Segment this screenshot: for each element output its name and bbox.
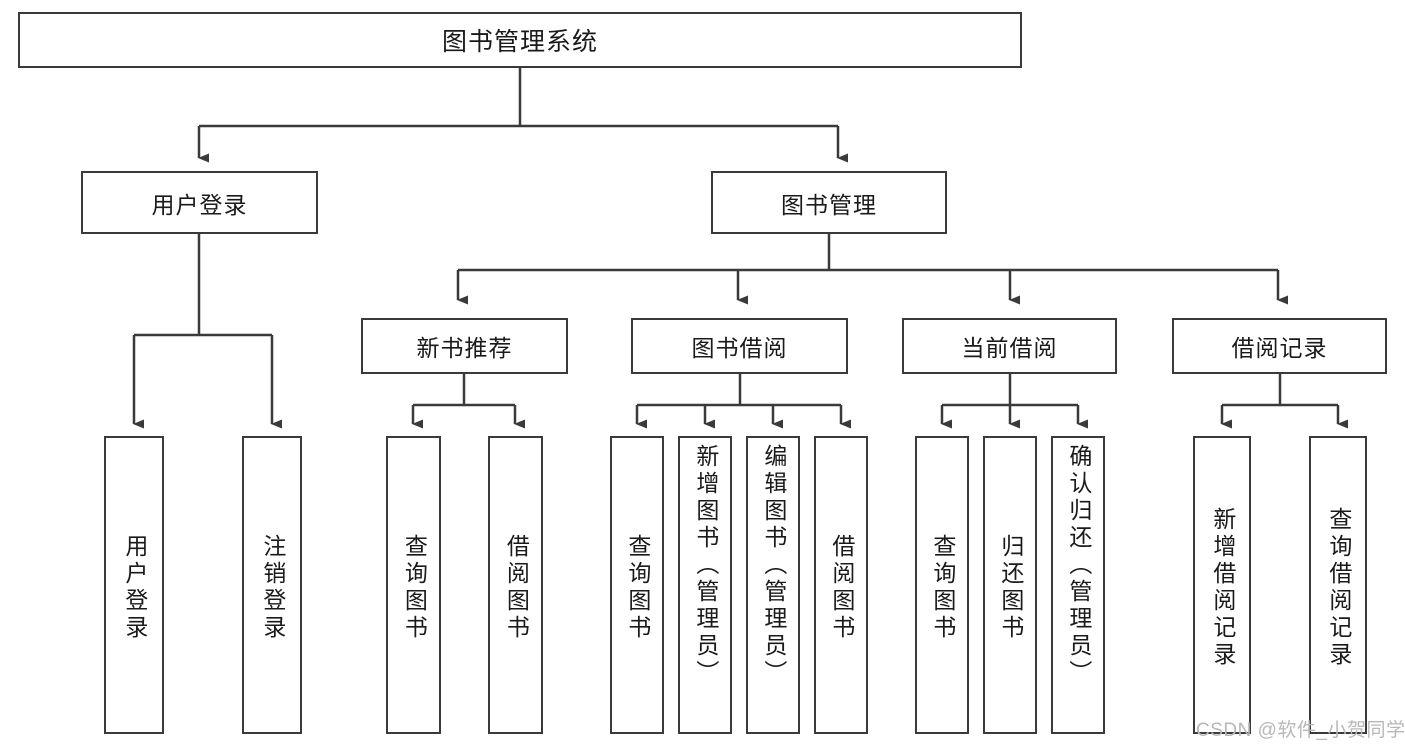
leaf-current-return-book[interactable]: 归还图书 — [983, 436, 1037, 734]
node-label: 图书管理 — [781, 191, 877, 218]
leaf-record-query-record[interactable]: 查询借阅记录 — [1309, 436, 1367, 734]
node-label: 编辑图书（管理员） — [760, 444, 787, 687]
leaf-borrow-edit-book[interactable]: 编辑图书（管理员） — [746, 436, 800, 734]
node-label: 查询图书 — [401, 534, 428, 642]
node-label: 查询图书 — [624, 534, 651, 642]
node-label: 新增借阅记录 — [1209, 507, 1236, 669]
node-label: 新书推荐 — [416, 335, 513, 361]
leaf-record-add-record[interactable]: 新增借阅记录 — [1193, 436, 1251, 734]
node-label: 借阅图书 — [828, 534, 855, 642]
node-label: 图书管理系统 — [441, 28, 598, 56]
leaf-recommend-borrow-book[interactable]: 借阅图书 — [488, 436, 543, 734]
node-label: 查询图书 — [929, 534, 956, 642]
node-label: 借阅记录 — [1231, 335, 1328, 361]
node-label: 借阅图书 — [503, 534, 530, 642]
leaf-current-query-book[interactable]: 查询图书 — [915, 436, 969, 734]
leaf-borrow-add-book[interactable]: 新增图书（管理员） — [678, 436, 732, 734]
leaf-recommend-query-book[interactable]: 查询图书 — [386, 436, 441, 734]
node-label: 查询借阅记录 — [1325, 507, 1352, 669]
node-label: 确认归还（管理员） — [1065, 444, 1092, 687]
node-user-login[interactable]: 用户登录 — [81, 171, 318, 234]
node-label: 图书借阅 — [691, 335, 788, 361]
leaf-user-login-login[interactable]: 用户登录 — [104, 436, 164, 734]
node-book-borrow[interactable]: 图书借阅 — [631, 318, 848, 374]
node-borrow-record[interactable]: 借阅记录 — [1172, 318, 1387, 374]
node-label: 用户登录 — [121, 534, 148, 642]
node-label: 用户登录 — [151, 191, 248, 218]
node-label: 当前借阅 — [961, 335, 1058, 361]
leaf-borrow-query-book[interactable]: 查询图书 — [610, 436, 664, 734]
leaf-borrow-borrow-book[interactable]: 借阅图书 — [814, 436, 868, 734]
node-root-system[interactable]: 图书管理系统 — [18, 12, 1022, 68]
leaf-current-confirm-return[interactable]: 确认归还（管理员） — [1051, 436, 1105, 734]
node-label: 新增图书（管理员） — [692, 444, 719, 687]
leaf-user-login-logout[interactable]: 注销登录 — [242, 436, 302, 734]
node-label: 归还图书 — [997, 534, 1024, 642]
node-new-book-recommend[interactable]: 新书推荐 — [361, 318, 568, 374]
node-current-borrow[interactable]: 当前借阅 — [902, 318, 1117, 374]
watermark: CSDN @软件_小贺同学 — [1196, 720, 1405, 741]
node-label: 注销登录 — [259, 534, 286, 642]
node-book-management[interactable]: 图书管理 — [711, 171, 947, 234]
